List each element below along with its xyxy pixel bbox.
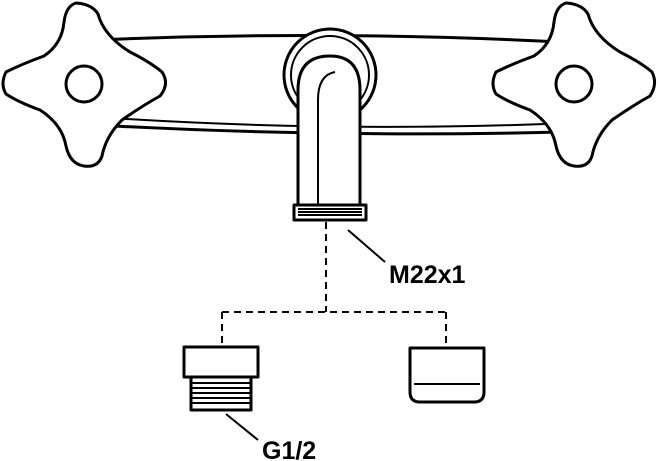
left-handle — [1, 1, 167, 168]
leader-line-spout-thread — [347, 229, 386, 263]
aerator-insert — [408, 346, 486, 404]
right-handle — [491, 1, 657, 168]
threaded-adapter — [182, 345, 260, 412]
leader-line-adapter-thread — [225, 413, 259, 441]
spout-thread-label: M22x1 — [389, 261, 466, 289]
dashed-connectors — [221, 222, 447, 346]
spout — [282, 27, 378, 207]
adapter-thread-label: G1/2 — [262, 437, 316, 461]
spout-thread — [292, 203, 368, 222]
